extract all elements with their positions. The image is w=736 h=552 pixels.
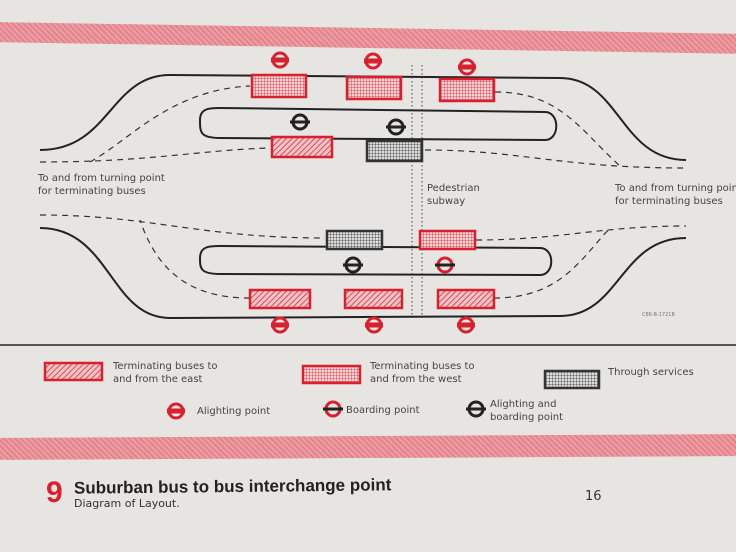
legend-east: Terminating buses to and from the east	[113, 361, 218, 385]
figure-title: Suburban bus to bus interchange point	[73, 475, 392, 498]
legend-through: Through services	[608, 367, 694, 378]
reference-code: C86-B-1721B	[642, 312, 675, 318]
buses	[248, 73, 496, 310]
legend-both: Alighting and boarding point	[490, 399, 564, 423]
page-number: 16	[585, 489, 602, 504]
subway-label: Pedestrian subway	[427, 183, 480, 207]
pedestrian-subway	[411, 65, 423, 318]
left-turning-label: To and from turning point for terminatin…	[38, 173, 165, 197]
bus-routes	[39, 85, 687, 299]
divider	[0, 344, 736, 346]
right-turning-label: To and from turning point for terminatin…	[615, 183, 736, 207]
figure-number: 9	[46, 476, 63, 509]
figure-subtitle: Diagram of Layout.	[74, 497, 180, 510]
legend-swatches	[43, 361, 601, 420]
legend-boarding: Boarding point	[346, 405, 420, 416]
legend-west: Terminating buses to and from the west	[370, 361, 475, 385]
legend-alighting: Alighting point	[197, 406, 271, 417]
